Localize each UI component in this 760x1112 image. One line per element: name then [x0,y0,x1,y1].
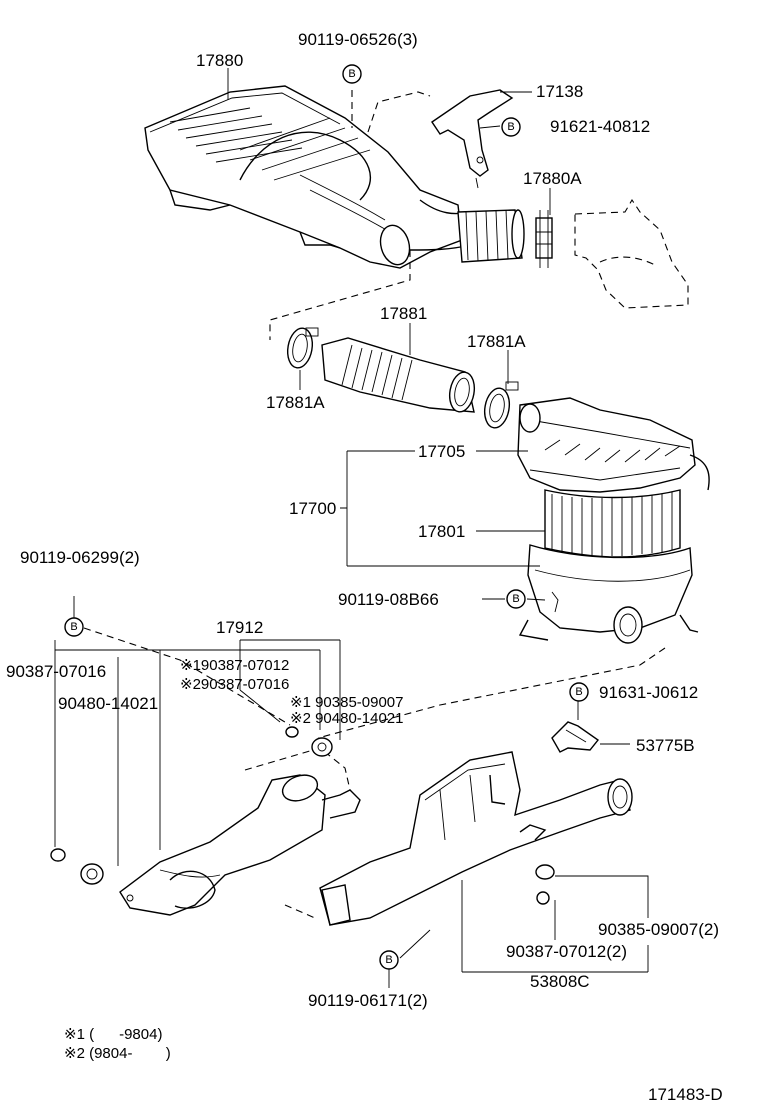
label-91621-40812: 91621-40812 [550,117,650,136]
label-90387-07012: 90387-07012(2) [506,942,627,961]
bracket-53775B [551,721,600,753]
label-1-90385-09007: ※1 90385-09007 [290,694,404,711]
bolt-marker-5: B [569,682,589,702]
label-90387-07016-left: 90387-07016 [6,662,106,681]
svg-text:B: B [385,954,392,966]
bolt-marker-6: B [379,950,399,970]
label-2-90387-07016: ※290387-07016 [180,676,289,693]
label-17881: 17881 [380,304,427,323]
grommet-90385-right [535,864,555,880]
label-17881A-left: 17881A [266,393,325,412]
label-17880A: 17880A [523,169,582,188]
figure-id: 171483-D [648,1085,723,1104]
grommet-90387-left [50,848,66,862]
label-91631-J0612: 91631-J0612 [599,683,698,702]
throttle-body-ghost [574,198,689,309]
svg-text:B: B [348,68,355,80]
leader-hose-to-cap [269,250,411,340]
inlet-duct-left [119,774,361,916]
air-intake-cap-17880 [144,85,471,269]
label-90119-08B66: 90119-08B66 [338,590,439,609]
label-17881A-right: 17881A [467,332,526,351]
bracket-53808C [461,875,649,973]
label-17801: 17801 [418,522,465,541]
svg-text:B: B [70,621,77,633]
label-1-90387-07012: ※190387-07012 [180,657,289,674]
leader-cleaner-to-duct [317,647,666,739]
bracket-17912 [239,639,341,740]
label-53808C: 53808C [530,972,590,991]
bolt-marker-4: B [64,617,84,637]
svg-text:B: B [512,593,519,605]
svg-text:B: B [575,686,582,698]
air-hose-17881 [321,337,476,413]
clip-17880A [535,210,553,268]
inlet-duct-right [319,751,633,926]
leader-90119-08B66 [482,598,546,601]
grommet-90387-right [536,891,550,905]
label-17700: 17700 [289,499,336,518]
air-filter-element-17801 [544,489,681,558]
leader-top-bracket [351,90,431,133]
label-90480-14021-left: 90480-14021 [58,694,158,713]
bushing-90480-left [80,863,104,885]
leader-90119-06171-to-duct [399,929,431,959]
label-90119-06299: 90119-06299(2) [20,548,140,567]
dash-90119-06299 [83,627,291,726]
bolt-marker-1: B [342,64,362,84]
bracket-17700 [340,450,540,567]
label-17138: 17138 [536,82,583,101]
bolt-marker-2: B [501,117,521,137]
label-17880: 17880 [196,51,243,70]
label-90385-09007: 90385-09007(2) [598,920,719,939]
bracket-17138 [431,89,514,189]
leader-duct-left-bottom [284,904,316,919]
svg-text:B: B [507,121,514,133]
leader-91621 [479,125,501,129]
label-90119-06526: 90119-06526(3) [298,30,418,49]
label-17912: 17912 [216,618,263,637]
hose-clamp-left [286,327,319,369]
hose-clamp-right [483,381,519,429]
leader-duct-left-top [244,747,351,791]
air-cleaner-case [518,544,699,644]
note-1: ※1 ( -9804) [64,1026,162,1043]
label-53775B: 53775B [636,736,695,755]
air-cleaner-cap-17705 [517,397,710,493]
bushing-upper [311,737,333,757]
label-2-90480-14021: ※2 90480-14021 [290,710,404,727]
intake-hose-segment [457,209,525,263]
label-90119-06171: 90119-06171(2) [308,991,428,1010]
note-2: ※2 (9804- ) [64,1045,171,1062]
bolt-marker-3: B [506,589,526,609]
grommet-upper-small [285,726,299,738]
label-17705: 17705 [418,442,465,461]
bracket-left-group [54,640,281,866]
